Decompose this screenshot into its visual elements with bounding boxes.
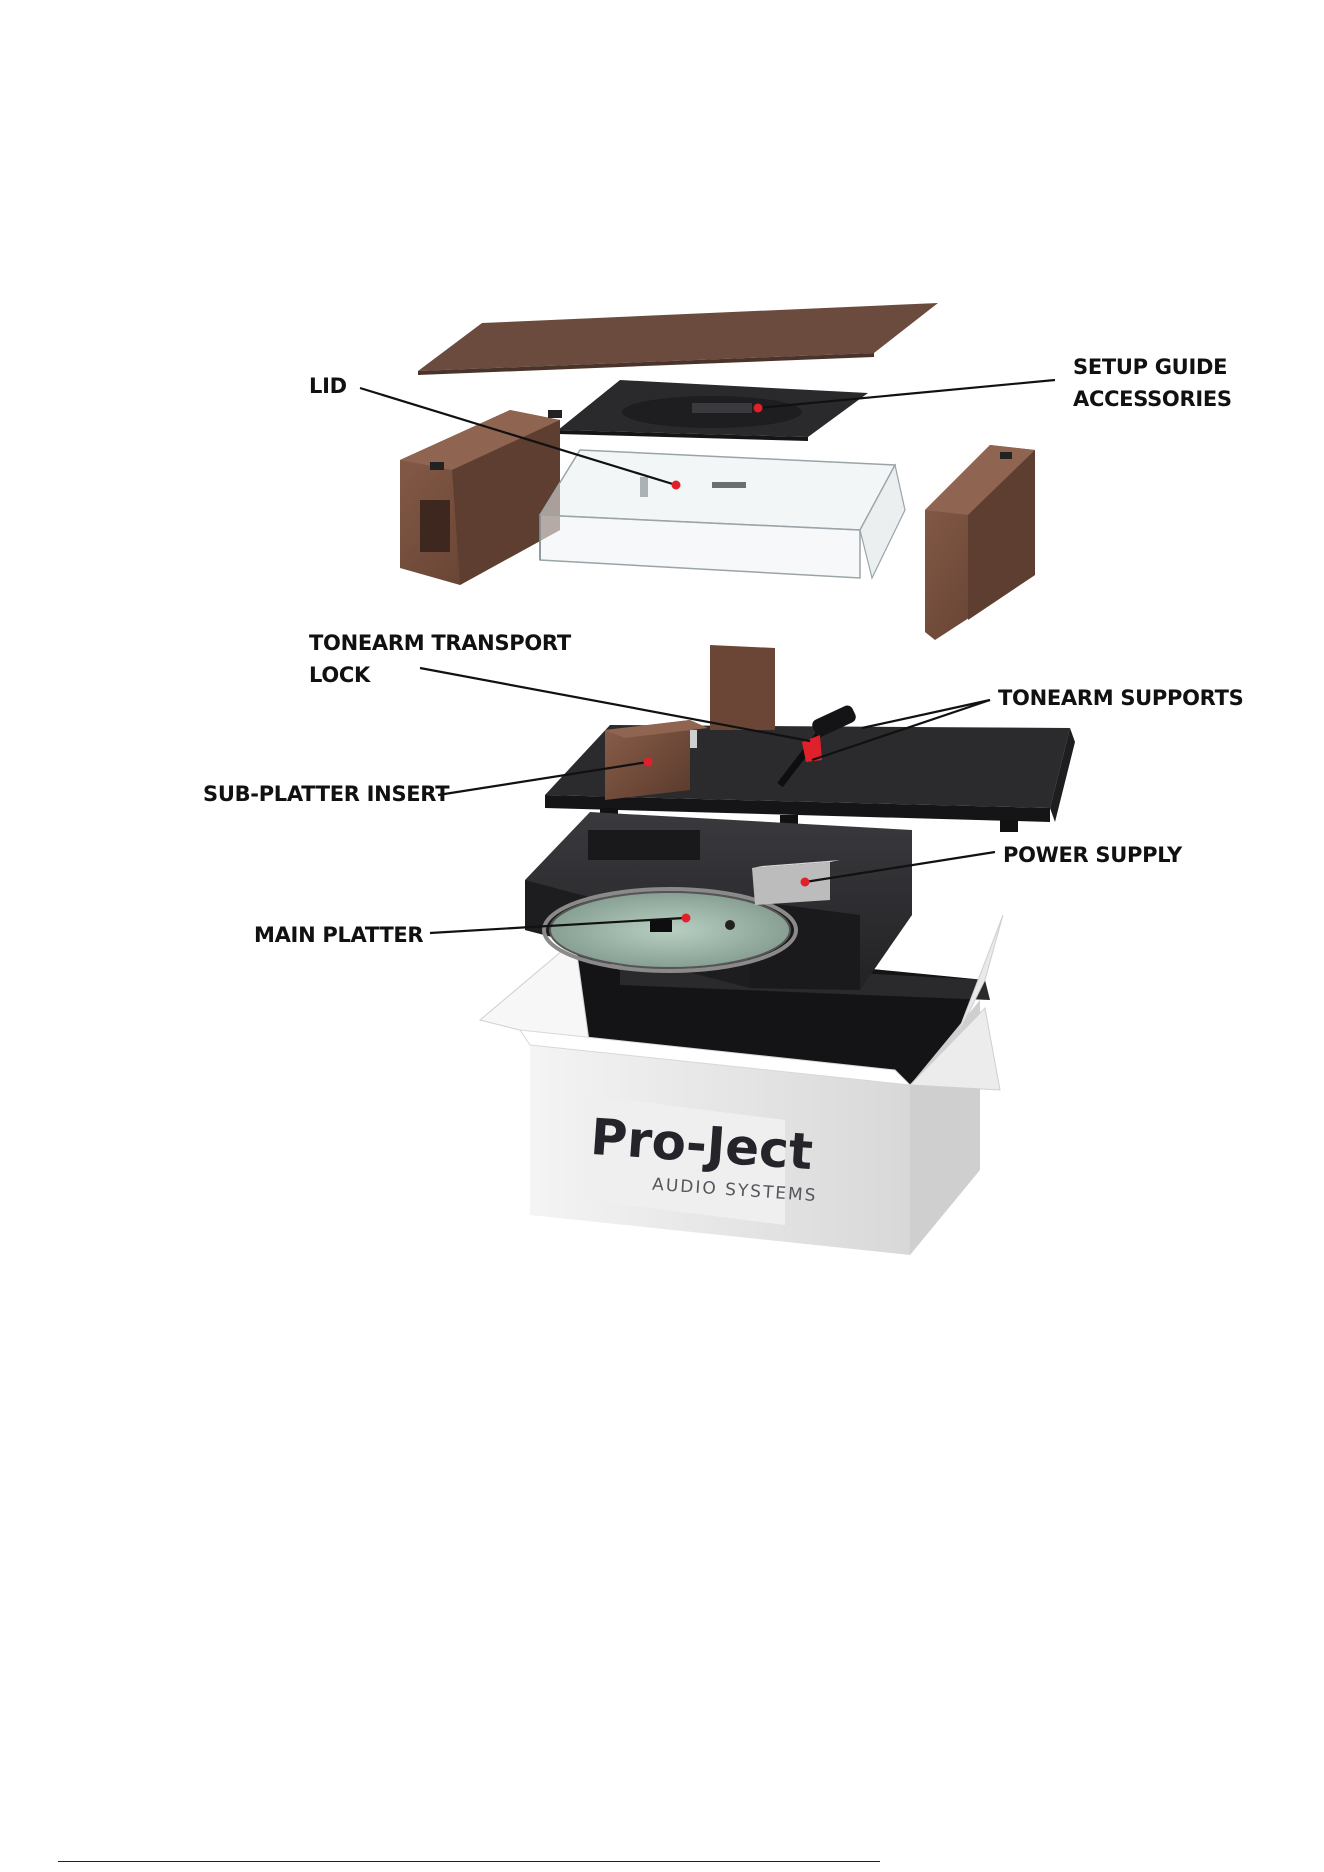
label-power-supply: POWER SUPPLY [1003,843,1183,867]
marker-main-platter [682,914,691,923]
label-main-platter: MAIN PLATTER [254,923,423,947]
left-side-panel [400,410,562,585]
leader-tonearm-support-1 [862,700,990,728]
plinth [545,645,1075,832]
marker-lid [672,481,681,490]
footer-rule [58,1861,880,1862]
label-lid: LID [309,374,347,398]
lid-illustration [540,450,905,578]
marker-setup-guide [754,404,763,413]
label-tonearm-supports: TONEARM SUPPORTS [998,686,1243,710]
label-sub-platter: SUB-PLATTER INSERT [203,782,450,806]
right-side-panel [925,445,1035,640]
label-tonearm-lock-1: TONEARM TRANSPORT [309,631,572,655]
label-setup-guide-2: ACCESSORIES [1073,387,1232,411]
marker-sub-platter [644,758,653,767]
top-mat [418,303,938,375]
label-setup-guide-1: SETUP GUIDE [1073,355,1227,379]
label-tonearm-lock-2: LOCK [309,663,371,687]
setup-guide-tray [558,380,868,441]
marker-power-supply [801,878,810,887]
